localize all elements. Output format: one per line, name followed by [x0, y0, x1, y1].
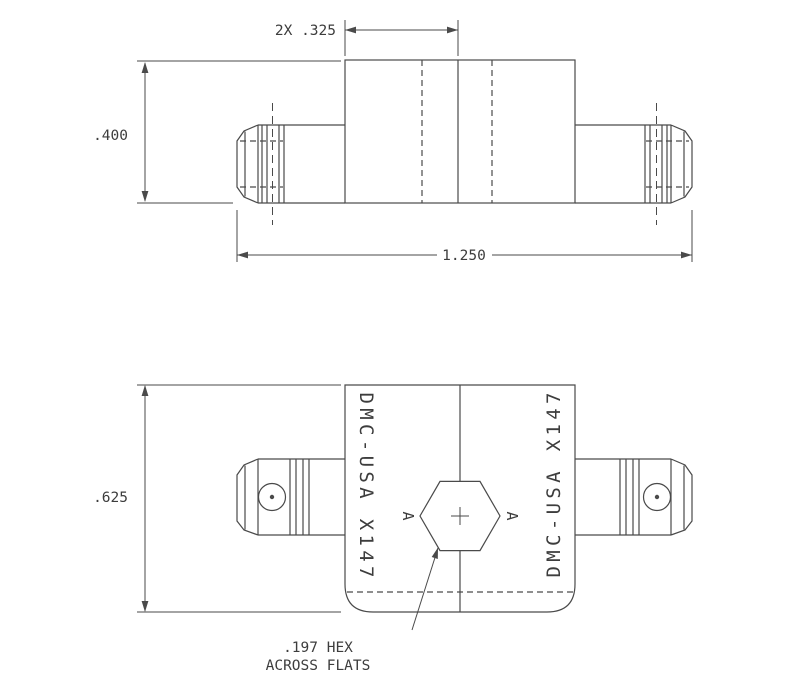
leader-arrowhead: [431, 547, 438, 559]
arrowhead-bottom: [141, 191, 149, 202]
arrowhead-bottom: [141, 601, 149, 612]
center-cross: [451, 507, 469, 525]
fitting-grooves: [644, 125, 668, 203]
hex-note: .197 HEX ACROSS FLATS: [266, 547, 439, 674]
arrowhead-right: [681, 251, 692, 259]
dim-body-height-label: .400: [93, 128, 128, 144]
body-outline-top: [344, 59, 576, 204]
stamp-right: DMC-USA X147: [543, 393, 565, 578]
fitting-nose: [236, 458, 259, 536]
fitting-hidden-bore: [240, 140, 283, 188]
datum-label-left: A: [399, 511, 417, 520]
arrowhead-left: [237, 251, 248, 259]
hex-socket: [419, 480, 501, 552]
extension-lines: [137, 384, 341, 613]
hex-note-line2: ACROSS FLATS: [266, 658, 371, 674]
left-fitting-bottom: [236, 458, 345, 536]
grease-port-circle-right: [642, 482, 672, 512]
top-view: 2X .325 .400: [93, 20, 693, 264]
dimension-body-height: .400: [93, 60, 341, 204]
extension-lines: [236, 210, 693, 262]
body-rect: [344, 59, 576, 204]
bottom-view: .625 DMC-USA X147 DMC-USA X147 A A: [93, 384, 693, 674]
fitting-nose: [670, 458, 693, 536]
grease-port-center-right: [654, 494, 660, 500]
fitting-edges: [575, 458, 671, 536]
arrowhead-top: [141, 385, 149, 396]
right-fitting-top: [575, 103, 693, 225]
arrowhead-left: [345, 26, 356, 34]
fitting-grooves: [289, 459, 310, 535]
hex-note-line1: .197 HEX: [283, 640, 353, 656]
fitting-edges: [258, 124, 345, 204]
dim-overall-length-label: 1.250: [442, 248, 486, 264]
dimension-overall-length: 1.250: [236, 210, 693, 264]
dimension-body-depth: .625: [93, 384, 341, 613]
leader-line: [411, 547, 439, 631]
arrowhead-right: [447, 26, 458, 34]
dimension-port-depth: 2X .325: [275, 20, 459, 56]
fitting-grooves: [619, 459, 640, 535]
dim-port-depth-label: 2X .325: [275, 23, 336, 39]
fitting-nose: [236, 124, 259, 204]
extension-lines: [137, 60, 341, 204]
hidden-bore-lines: [421, 60, 493, 203]
grease-port-circle-left: [257, 482, 287, 512]
right-fitting-bottom: [575, 458, 693, 536]
fitting-edges: [258, 458, 345, 536]
body-path: [344, 384, 576, 613]
fitting-nose: [670, 124, 693, 204]
arrowhead-top: [141, 62, 149, 73]
left-fitting-top: [236, 103, 345, 225]
grease-port-center-left: [269, 494, 275, 500]
dim-body-depth-label: .625: [93, 490, 128, 506]
fitting-edges: [575, 124, 671, 204]
extension-lines: [344, 20, 459, 56]
datum-label-right: A: [503, 511, 521, 520]
fitting-grooves: [261, 125, 285, 203]
stamp-left: DMC-USA X147: [355, 393, 377, 578]
fitting-hidden-bore: [646, 140, 689, 188]
